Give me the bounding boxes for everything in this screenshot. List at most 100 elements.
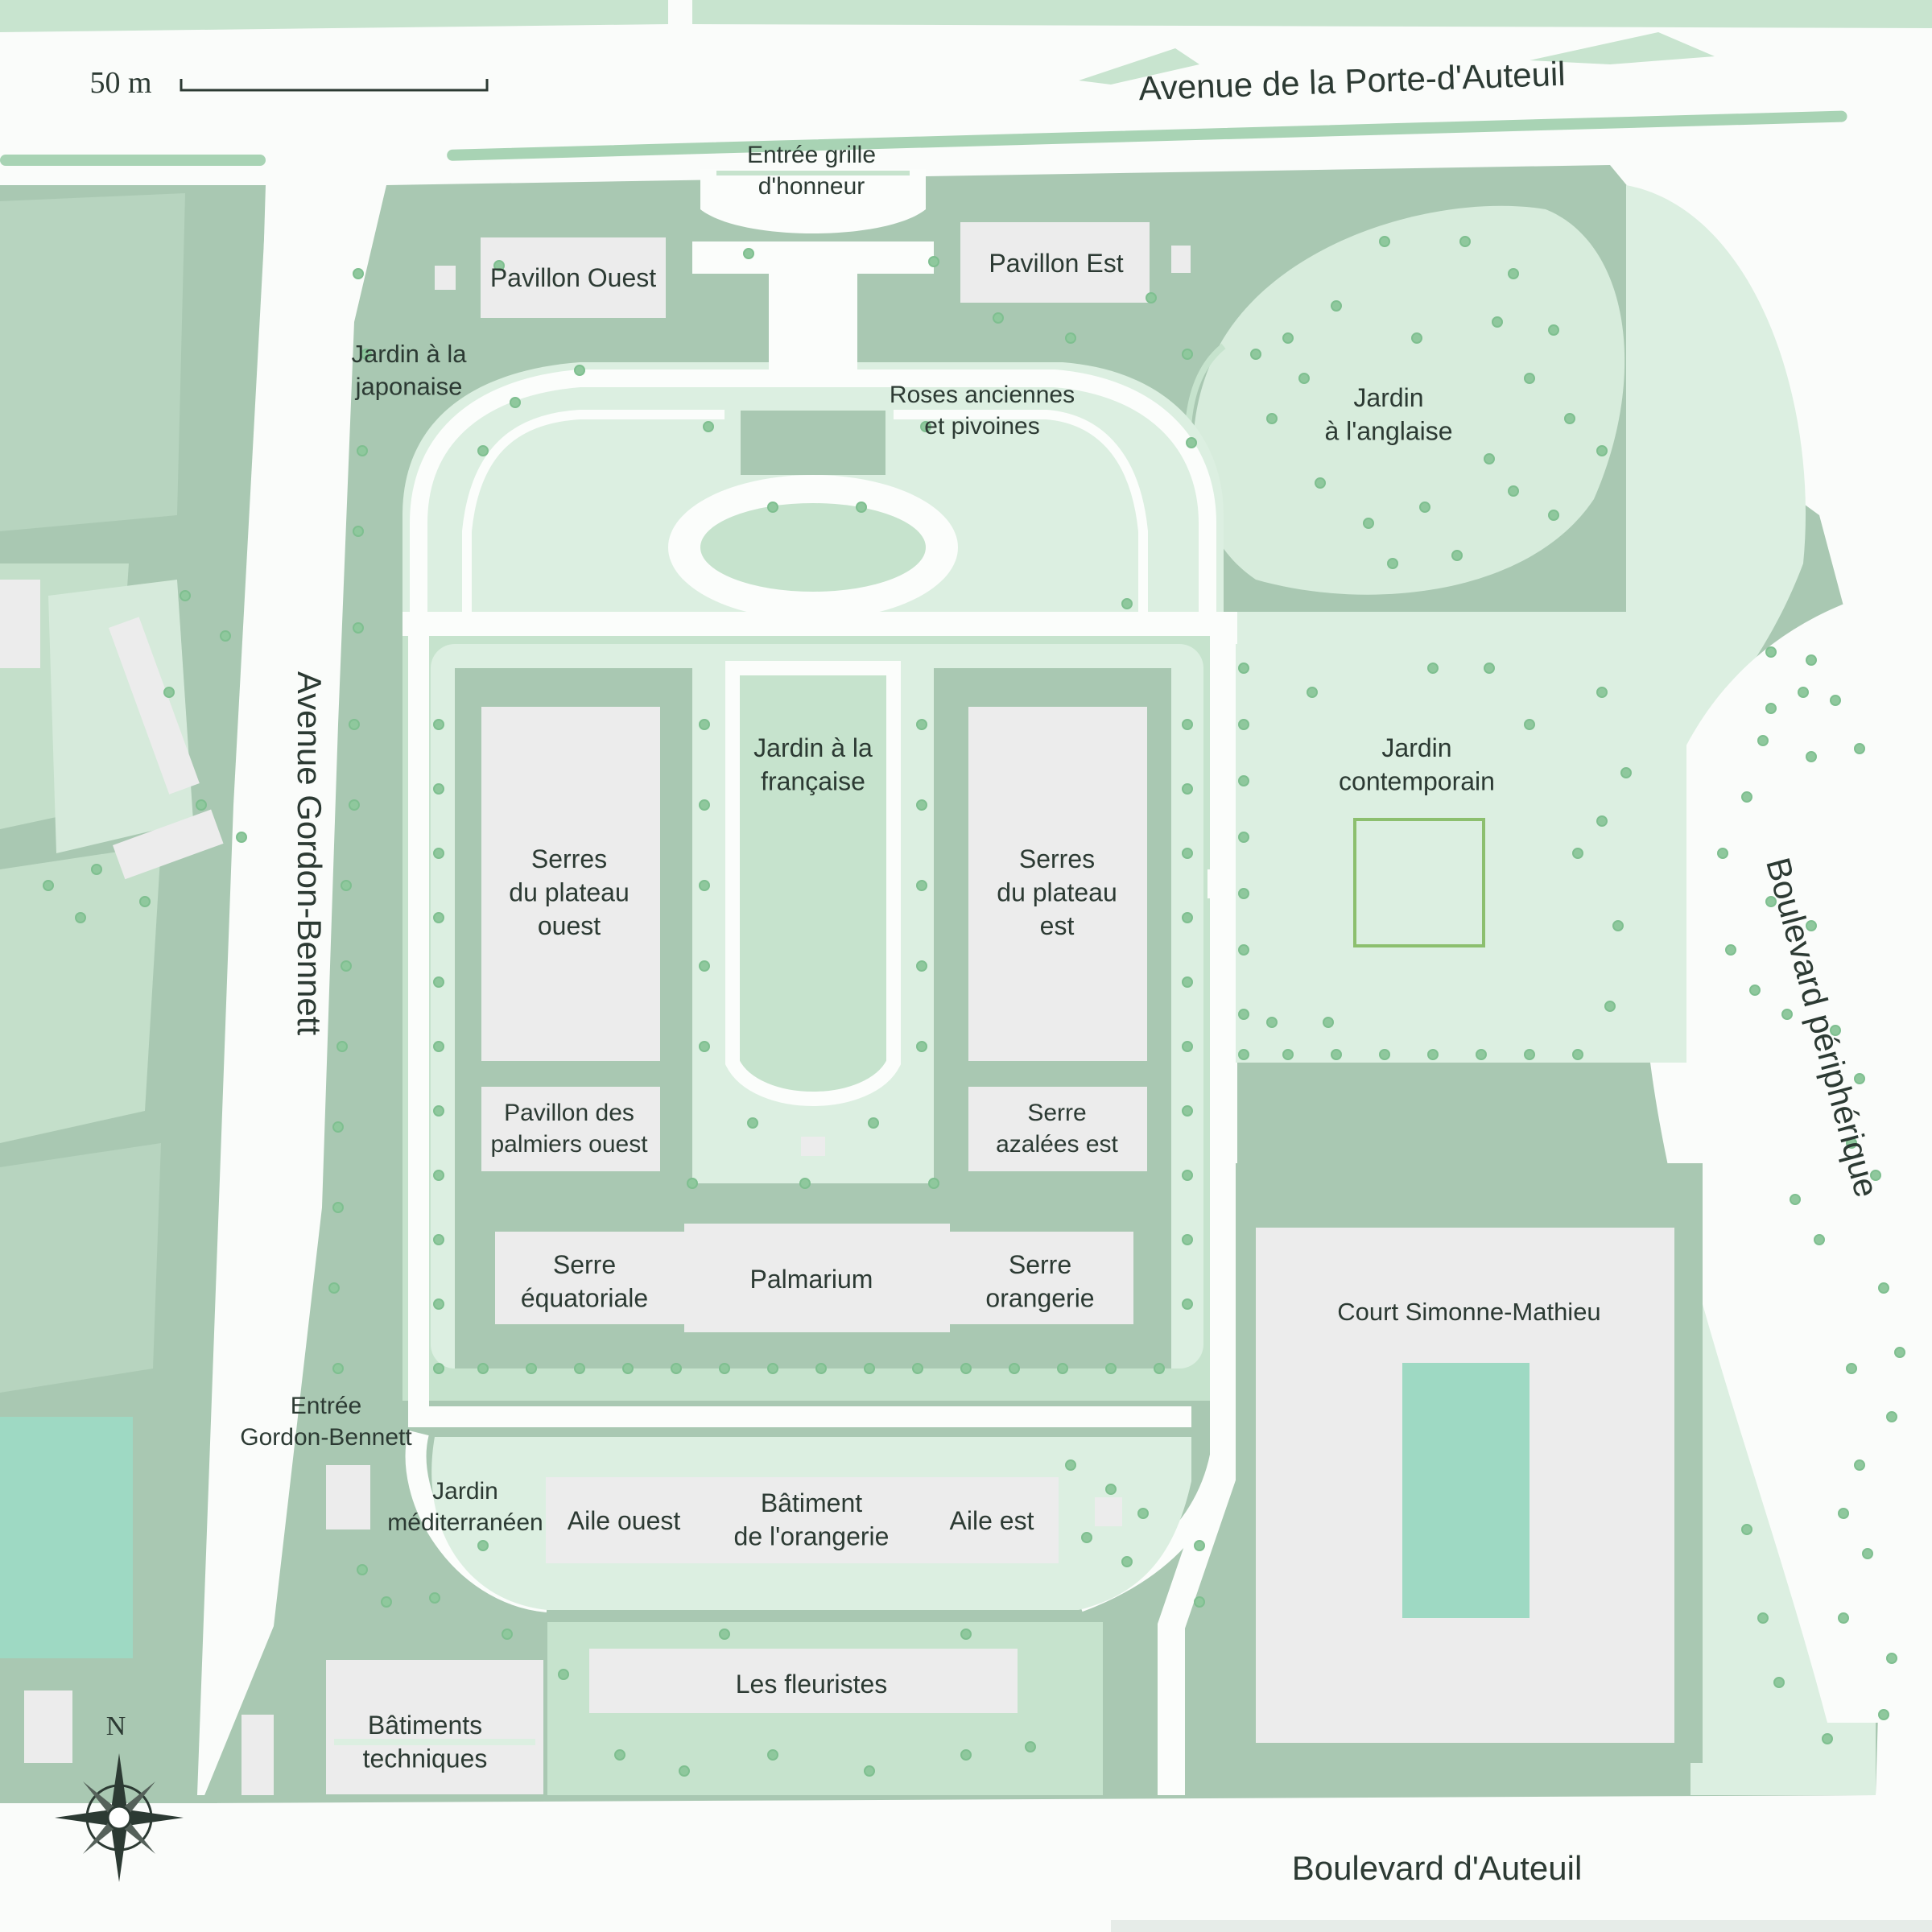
tree-dot [493, 260, 505, 271]
tree-dot [332, 1202, 344, 1213]
tree-dot [912, 1363, 923, 1374]
label-line: Bâtiments [368, 1711, 482, 1740]
tree-dot [574, 1363, 585, 1374]
label-line: Jardin à la [753, 733, 873, 762]
tree-dot [574, 365, 585, 376]
label-line: Les fleuristes [736, 1670, 888, 1699]
tree-dot [1451, 550, 1463, 561]
avenue-gordon-bennett-road [197, 137, 354, 1795]
tree-dot [1830, 695, 1841, 706]
tree-dot [1298, 373, 1310, 384]
tree-dot [1854, 1459, 1865, 1471]
label-line: Serre [1027, 1100, 1086, 1126]
label-line: Aile est [950, 1506, 1034, 1535]
tree-dot [1121, 598, 1133, 609]
tree-dot [1238, 888, 1249, 899]
tree-dot [960, 1749, 972, 1761]
label-line: à l'anglaise [1324, 417, 1452, 446]
compass-rose-icon: N [55, 1711, 184, 1882]
jardin-contemporain-area [1236, 644, 1686, 1063]
label-jardin-francaise: Jardin à la française [753, 733, 873, 796]
label-line: Entrée grille [747, 142, 876, 168]
tree-dot [1524, 1049, 1535, 1060]
tree-dot [1238, 775, 1249, 786]
tree-dot [1814, 1234, 1825, 1245]
tree-dot [703, 421, 714, 432]
tree-dot [357, 1564, 368, 1575]
tree-dot [1194, 1540, 1205, 1551]
tree-dot [433, 1363, 444, 1374]
tree-dot [1596, 687, 1608, 698]
tree-dot [1105, 1363, 1117, 1374]
tree-dot [1806, 920, 1817, 931]
tree-dot [1025, 1741, 1036, 1752]
tree-dot [91, 864, 102, 875]
tree-dot [1846, 1137, 1857, 1149]
tree-dot [1524, 719, 1535, 730]
label-line: Gordon-Bennett [240, 1424, 412, 1451]
tree-dot [1838, 1508, 1849, 1519]
label-line: française [761, 767, 865, 796]
tree-dot [916, 719, 927, 730]
tree-dot [799, 1178, 811, 1189]
tree-dot [1238, 719, 1249, 730]
tree-dot [1765, 703, 1777, 714]
label-line: du plateau [997, 878, 1117, 907]
tree-dot [1886, 1411, 1897, 1422]
tree-dot [1065, 332, 1076, 344]
tree-dot [1137, 1508, 1149, 1519]
tree-dot [1765, 646, 1777, 658]
tree-dot [719, 1629, 730, 1640]
label-line: techniques [363, 1744, 488, 1773]
tree-dot [433, 1105, 444, 1117]
label-line: Serre [553, 1250, 616, 1279]
tree-dot [1862, 1548, 1873, 1559]
tree-dot [433, 1041, 444, 1052]
tree-dot [1315, 477, 1326, 489]
tree-dot [1725, 944, 1736, 956]
tree-dot [1484, 663, 1495, 674]
label-serres-est: Serres du plateau est [997, 844, 1117, 940]
tree-dot [767, 502, 778, 513]
tree-dot [1182, 1105, 1193, 1117]
tree-dot [1182, 1170, 1193, 1181]
tree-dot [220, 630, 231, 642]
label-batiments-techniques: Bâtiments techniques [363, 1711, 488, 1773]
tree-dot [1572, 848, 1583, 859]
contemporain-square [1353, 818, 1485, 947]
tree-dot [1194, 1596, 1205, 1608]
road-label-south: Boulevard d'Auteuil [1292, 1849, 1583, 1887]
tree-dot [699, 960, 710, 972]
label-line: Jardin à la [351, 340, 467, 368]
tree-dot [341, 880, 352, 891]
tree-dot [526, 1363, 537, 1374]
tree-dot [1182, 848, 1193, 859]
tree-dot [180, 590, 191, 601]
label-line: Entrée [291, 1393, 361, 1419]
tree-dot [1572, 1049, 1583, 1060]
tree-dot [1238, 663, 1249, 674]
tree-dot [699, 719, 710, 730]
label-court: Court Simonne-Mathieu [1337, 1298, 1600, 1326]
label-line: Pavillon des [504, 1100, 634, 1126]
tree-dot [671, 1363, 682, 1374]
tree-dot [196, 799, 207, 811]
label-line: Bâtiment [761, 1488, 862, 1517]
label-line: Palmarium [750, 1265, 873, 1294]
tree-dot [1331, 300, 1342, 312]
tree-dot [1596, 815, 1608, 827]
label-line: est [1040, 911, 1075, 940]
north-strips [0, 0, 1932, 166]
tree-dot [558, 1669, 569, 1680]
tree-dot [353, 526, 364, 537]
label-line: Serres [1019, 844, 1095, 873]
tree-dot [1548, 324, 1559, 336]
tree-dot [1564, 413, 1575, 424]
tree-dot [1484, 453, 1495, 464]
north-label: N [106, 1711, 126, 1741]
tree-dot [916, 1041, 927, 1052]
tree-dot [1459, 236, 1471, 247]
